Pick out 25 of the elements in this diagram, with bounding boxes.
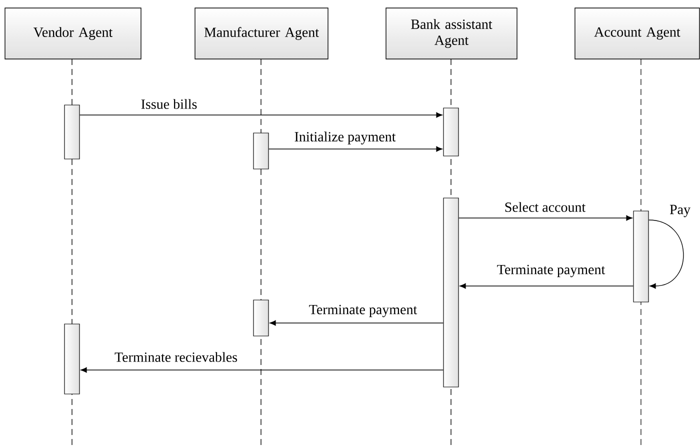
message-label: Terminate recievables [114, 352, 238, 362]
agent-box: Manufacturer Agent [194, 8, 328, 60]
message-arrow [80, 367, 444, 373]
activation-bar [64, 324, 80, 394]
message-arrow [268, 146, 442, 152]
message-label: Select account [505, 202, 586, 212]
activation-bar [253, 300, 269, 336]
message-label: Issue bills [141, 99, 197, 109]
activation-bar [253, 132, 269, 170]
message-arrow [270, 320, 444, 326]
message-label: Terminate payment [309, 304, 418, 318]
activation-bar [64, 104, 80, 160]
message-label: Pay [670, 204, 690, 218]
message-arrow [79, 112, 442, 118]
message-arrow [458, 215, 632, 221]
message-label: Initialize payment [294, 132, 396, 144]
message-arrow [460, 283, 634, 289]
agent-box: Bank assistant Agent [386, 8, 518, 60]
activation-bar [443, 198, 459, 388]
activation-bar [633, 210, 649, 302]
agent-box: Vendor Agent [4, 8, 142, 60]
agent-box: Account Agent [574, 8, 700, 60]
self-message-arrow [648, 220, 684, 289]
activation-bar [443, 108, 459, 156]
message-label: Terminate payment [497, 264, 606, 278]
